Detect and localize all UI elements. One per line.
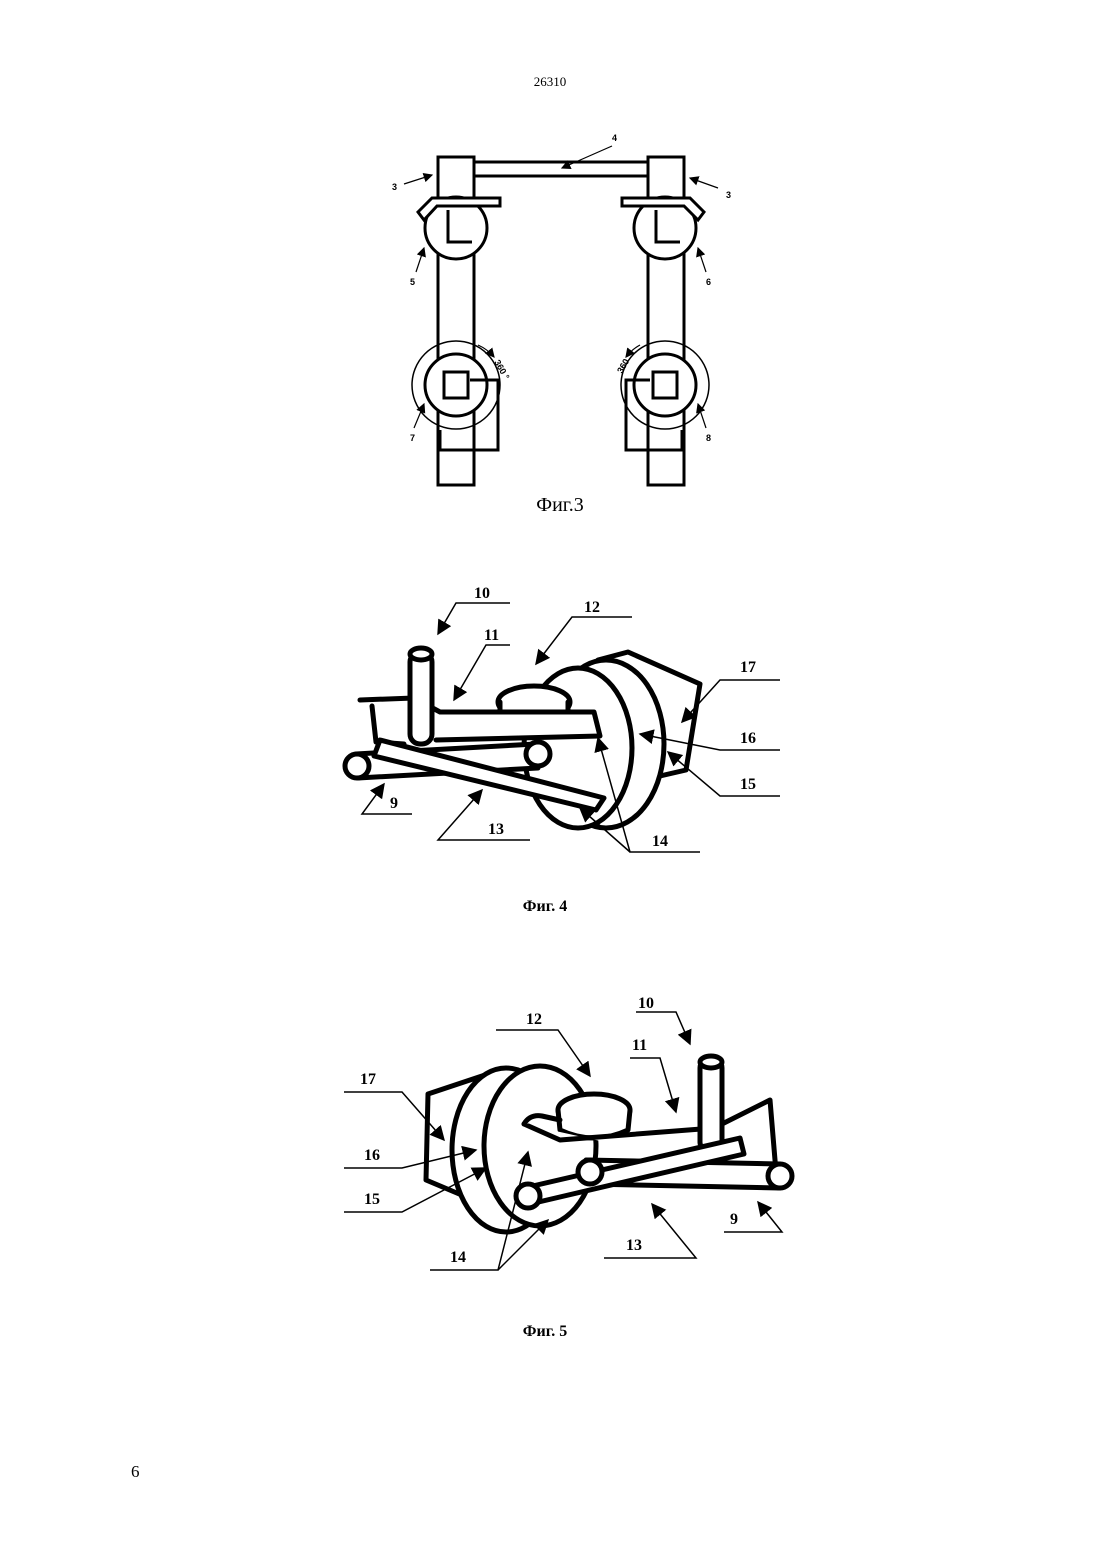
fig5-label-9: 9	[730, 1211, 738, 1228]
fig3-label-3-left: 3	[392, 182, 397, 192]
fig4-label-12: 12	[584, 599, 600, 616]
fig5-label-11: 11	[632, 1037, 647, 1054]
figure-5-drawing: 10 12 11 17 16 15 9 13 14	[0, 985, 1100, 1305]
fig4-label-17: 17	[740, 659, 756, 676]
fig3-label-3-right: 3	[726, 190, 731, 200]
fig4-label-14: 14	[652, 833, 668, 850]
fig5-label-17: 17	[360, 1071, 376, 1088]
figure-3-drawing: 4 3 3 5 6 7 8 360 ° 360 °	[0, 0, 1100, 500]
fig3-angle-left: 360 °	[615, 351, 634, 375]
fig3-label-4: 4	[612, 133, 617, 143]
fig5-label-16: 16	[364, 1147, 380, 1164]
page-number: 6	[131, 1462, 140, 1482]
fig5-label-15: 15	[364, 1191, 380, 1208]
fig4-label-16: 16	[740, 730, 756, 747]
fig4-label-13: 13	[488, 821, 504, 838]
fig5-label-12: 12	[526, 1011, 542, 1028]
fig4-label-9: 9	[390, 795, 398, 812]
fig3-label-6: 6	[706, 277, 711, 287]
figure-5-caption: Фиг. 5	[0, 1323, 1090, 1341]
fig5-label-10: 10	[638, 995, 654, 1012]
fig3-label-5: 5	[410, 277, 415, 287]
figure-4-drawing: 10 12 11 17 16 15 9 13 14	[0, 560, 1100, 880]
figure-3-caption: Фиг.3	[0, 494, 1100, 517]
fig3-label-7: 7	[410, 433, 415, 443]
fig4-label-15: 15	[740, 776, 756, 793]
fig4-label-10: 10	[474, 585, 490, 602]
fig5-label-13: 13	[626, 1237, 642, 1254]
fig4-label-11: 11	[484, 627, 499, 644]
fig3-angle-right: 360 °	[492, 358, 511, 382]
fig5-label-14: 14	[450, 1249, 466, 1266]
fig3-label-8: 8	[706, 433, 711, 443]
figure-4-caption: Фиг. 4	[0, 898, 1090, 916]
